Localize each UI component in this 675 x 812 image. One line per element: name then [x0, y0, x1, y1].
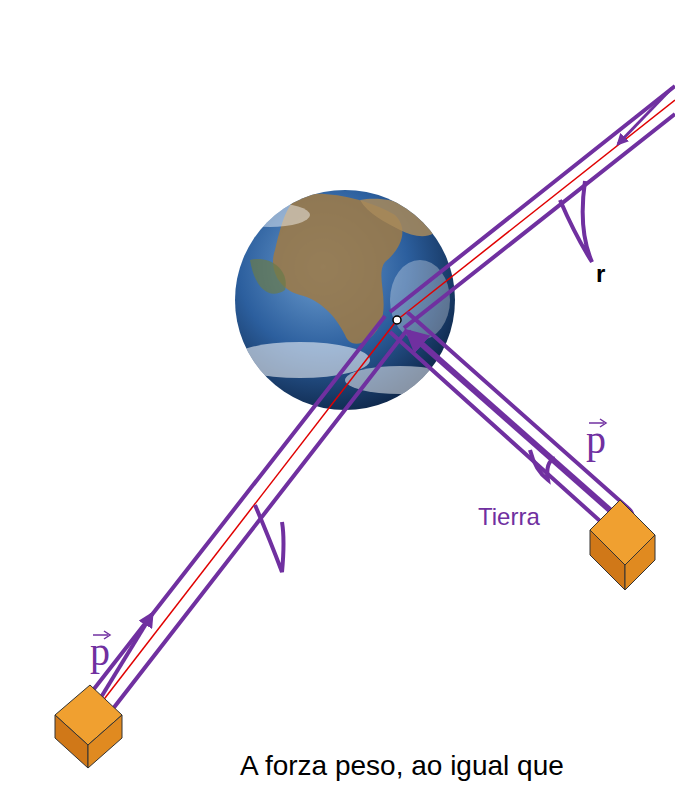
earth-surface [230, 194, 455, 394]
weight-vector [408, 332, 612, 512]
caption-text-box: A forza peso, ao igual que [240, 752, 564, 780]
arabia-landmass [360, 199, 440, 236]
body-label-box: Tierra [478, 505, 540, 529]
vector-label: p [90, 629, 110, 674]
outline-bracket [75, 316, 407, 731]
landmass [250, 259, 286, 294]
mass-block [590, 500, 655, 590]
outline-bracket [390, 312, 633, 533]
distance-label-box: r [596, 262, 605, 286]
cloud-band [230, 203, 310, 227]
radius-line [88, 320, 397, 720]
force-arrow [618, 88, 672, 144]
brace-tip [560, 181, 592, 262]
caption-text: A forza peso, ao igual que [240, 750, 564, 781]
outline-bracket [390, 86, 675, 328]
radius-line [397, 100, 675, 320]
distance-label: r [596, 260, 605, 287]
vector-label: p [586, 417, 606, 462]
vector-label-box: p [90, 632, 110, 672]
earth-centre [393, 316, 401, 324]
mass-block [55, 685, 122, 768]
vector-label-box: p [586, 420, 606, 460]
body-label: Tierra [478, 503, 540, 530]
brace-tip [255, 505, 284, 572]
